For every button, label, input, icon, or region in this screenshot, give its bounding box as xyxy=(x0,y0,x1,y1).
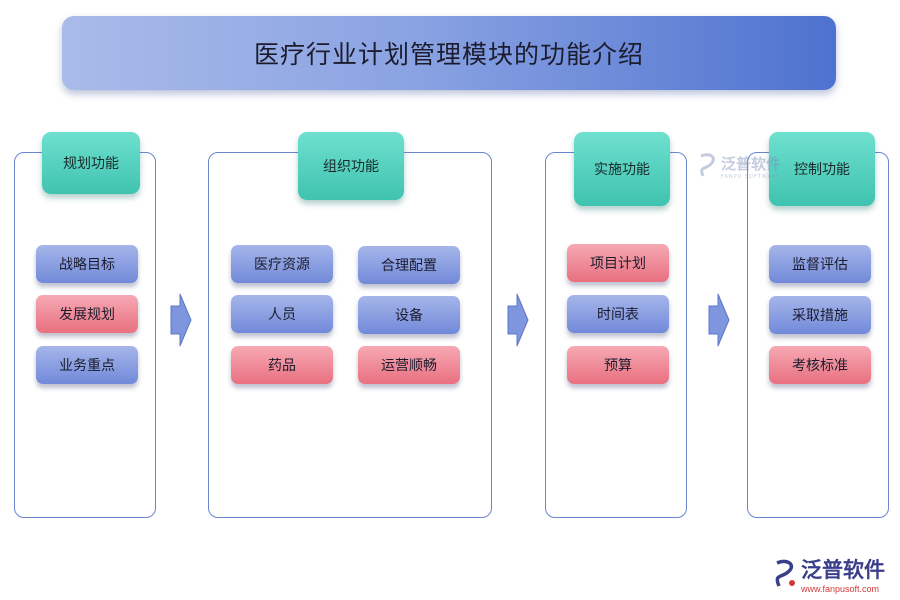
item-medical-resources: 医疗资源 xyxy=(231,245,333,283)
brand-mark-icon xyxy=(775,559,795,587)
brand-logo: 泛普软件 www.fanpusoft.com xyxy=(772,554,885,594)
item-supervision-evaluation: 监督评估 xyxy=(769,245,871,283)
header-control: 控制功能 xyxy=(769,132,875,206)
panel-implementation xyxy=(545,152,687,518)
panel-planning xyxy=(14,152,156,518)
brand-logo-icon xyxy=(700,153,715,177)
flow-arrow-2 xyxy=(507,293,529,347)
title-banner: 医疗行业计划管理模块的功能介绍 xyxy=(62,16,836,90)
item-project-plan: 项目计划 xyxy=(567,244,669,282)
watermark-brand-sub: FANPU SOFTWARE xyxy=(721,173,781,180)
item-rational-allocation: 合理配置 xyxy=(358,246,460,284)
item-personnel: 人员 xyxy=(231,295,333,333)
item-equipment: 设备 xyxy=(358,296,460,334)
flow-arrow-1 xyxy=(170,293,192,347)
panel-organizing xyxy=(208,152,492,518)
watermark-logo: 泛普软件 FANPU SOFTWARE xyxy=(697,152,781,180)
item-development-plan: 发展规划 xyxy=(36,295,138,333)
item-strategic-goal: 战略目标 xyxy=(36,245,138,283)
item-budget: 预算 xyxy=(567,346,669,384)
header-implementation: 实施功能 xyxy=(574,132,670,206)
brand-url: www.fanpusoft.com xyxy=(801,584,880,594)
header-planning: 规划功能 xyxy=(42,132,140,194)
diagram-title: 医疗行业计划管理模块的功能介绍 xyxy=(253,40,644,69)
watermark-brand: 泛普软件 xyxy=(721,154,782,173)
item-timetable: 时间表 xyxy=(567,295,669,333)
panel-control xyxy=(747,152,889,518)
flow-arrow-3 xyxy=(708,293,730,347)
brand-name: 泛普软件 xyxy=(801,558,885,582)
item-take-measures: 采取措施 xyxy=(769,296,871,334)
header-organizing: 组织功能 xyxy=(298,132,404,200)
item-drugs: 药品 xyxy=(231,346,333,384)
item-business-focus: 业务重点 xyxy=(36,346,138,384)
item-smooth-operation: 运营顺畅 xyxy=(358,346,460,384)
item-assessment-standard: 考核标准 xyxy=(769,346,871,384)
